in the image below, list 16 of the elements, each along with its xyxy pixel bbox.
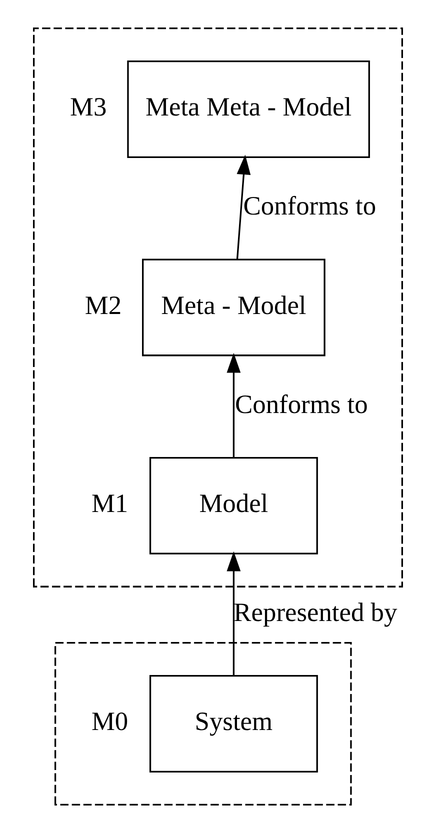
node-label: M1 <box>90 488 128 518</box>
node-box: Meta Meta - Model <box>126 60 370 158</box>
node-label: M2 <box>84 290 122 320</box>
node-label: M3 <box>69 92 106 122</box>
node-box: Model <box>148 456 318 554</box>
cluster <box>32 28 402 588</box>
arrow <box>226 352 240 458</box>
edge-label: Represented by <box>233 596 397 627</box>
node-box: System <box>148 675 318 772</box>
edge-label: Conforms to <box>242 190 376 221</box>
node-box: Meta - Model <box>142 258 325 356</box>
cluster <box>54 642 352 806</box>
arrow <box>236 154 250 260</box>
node-label: M0 <box>90 706 128 736</box>
arrow <box>226 551 240 676</box>
edge-label: Conforms to <box>234 388 368 419</box>
